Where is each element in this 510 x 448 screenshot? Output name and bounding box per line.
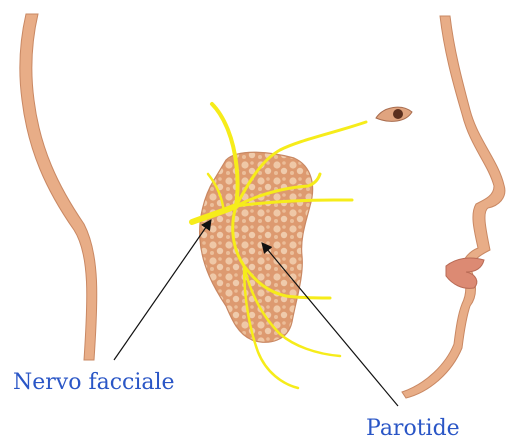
parotid-label: Parotide	[366, 418, 460, 440]
nerve-arrow	[114, 220, 211, 360]
parotid-gland	[200, 152, 313, 342]
neck-back-outline	[20, 14, 97, 360]
nerve-label: Nervo facciale	[13, 372, 175, 394]
eye	[376, 107, 412, 121]
lips	[446, 258, 484, 288]
face-profile-outline	[402, 16, 505, 398]
